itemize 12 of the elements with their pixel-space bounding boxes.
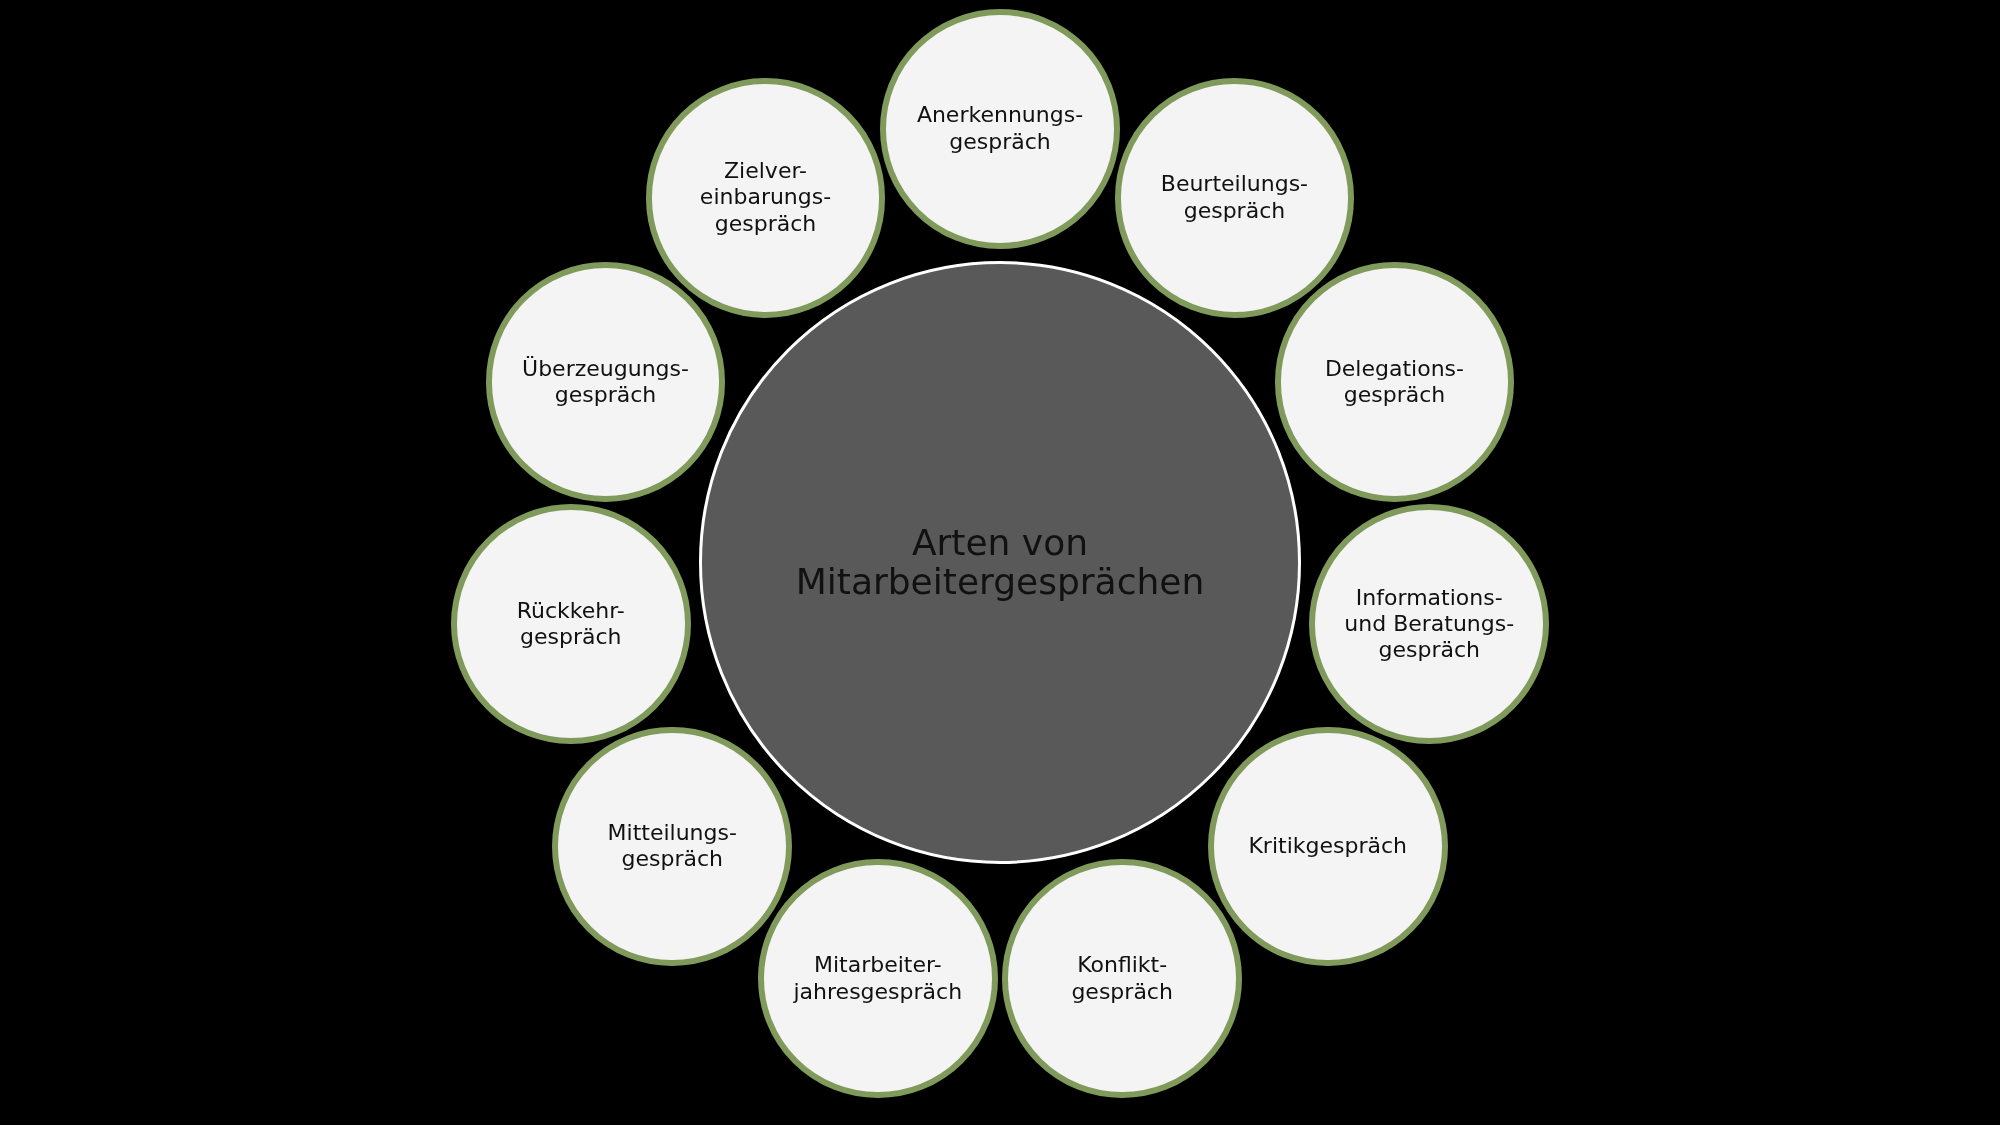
topic-label: Kritikgespräch (1248, 833, 1407, 860)
topic-label: Zielver- einbarungs- gespräch (698, 158, 833, 238)
topic-label: Mitteilungs- gespräch (606, 820, 738, 873)
topic-label: Rückkehr- gespräch (515, 597, 626, 651)
topic-label: Konflikt- gespräch (1070, 952, 1174, 1005)
topic-label: Beurteilungs- gespräch (1159, 171, 1310, 225)
topic-label: Informations- und Beratungs- gespräch (1343, 584, 1516, 664)
center-label: Arten von Mitarbeitergesprächen (794, 522, 1206, 603)
topic-label: Anerkennungs- gespräch (915, 102, 1085, 156)
topic-label: Mitarbeiter- jahresgespräch (792, 952, 964, 1005)
topic-label: Delegations- gespräch (1323, 355, 1465, 409)
topic-label: Überzeugungs- gespräch (521, 355, 690, 409)
